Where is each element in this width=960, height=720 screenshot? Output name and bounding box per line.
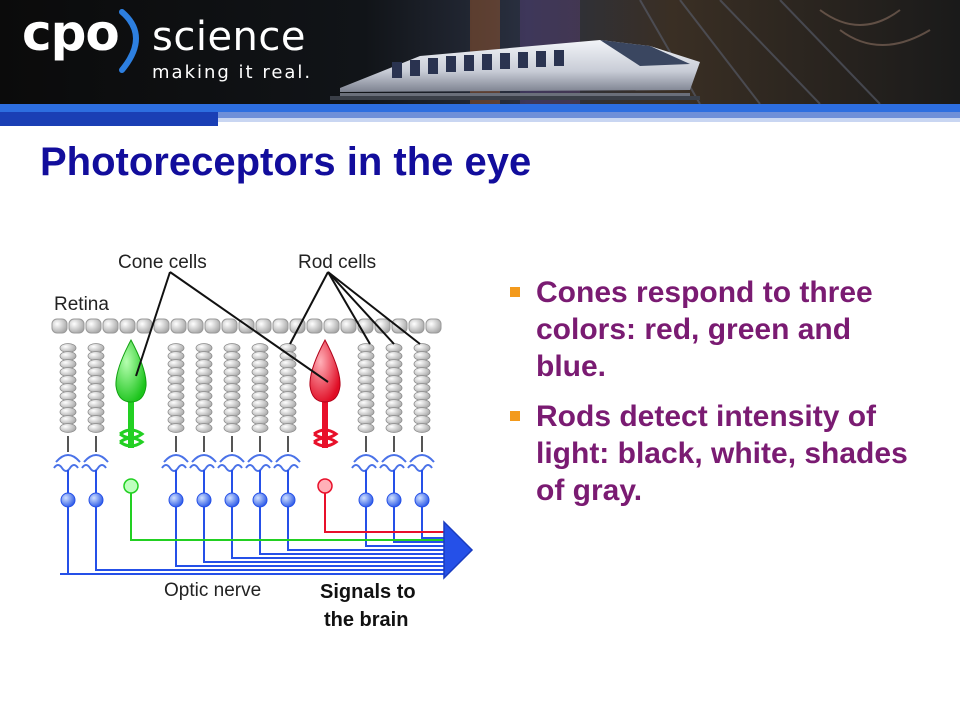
- bullet-item-cones: Cones respond to three colors: red, gree…: [508, 274, 928, 385]
- header-stripe: [0, 104, 960, 112]
- rod-cell: [189, 343, 217, 508]
- retina-layer: [51, 318, 442, 334]
- rod-cell: [273, 343, 301, 508]
- header-stripe-light: [218, 112, 960, 118]
- bullet-text-rods: Rods detect intensity of light: black, w…: [536, 400, 908, 507]
- logo-cpo: cpo: [22, 4, 120, 62]
- logo-tagline: making it real.: [152, 62, 313, 83]
- signal-arrow-head: [443, 520, 474, 580]
- logo-science: science: [152, 14, 307, 60]
- logo-swoosh: [119, 9, 139, 73]
- rod-cell: [407, 343, 435, 508]
- rod-cell: [245, 343, 273, 508]
- label-optic-nerve: Optic nerve: [164, 580, 261, 601]
- label-signals-line1: Signals to: [320, 581, 416, 603]
- label-cone-cells: Cone cells: [118, 252, 207, 273]
- slide-title: Photoreceptors in the eye: [40, 140, 532, 184]
- label-signals-line2: the brain: [324, 609, 408, 631]
- green-cone-cell: [115, 338, 147, 494]
- rod-cell: [53, 343, 81, 508]
- photoreceptor-diagram: Cone cells Rod cells Retina Optic nerve …: [51, 252, 474, 631]
- rod-cell: [161, 343, 189, 508]
- red-cone-cell: [309, 338, 341, 494]
- nerve-fibers: [60, 493, 444, 575]
- label-pointer-lines: [135, 271, 421, 383]
- header-banner: cpo science making it real.: [0, 0, 960, 112]
- rod-cell: [379, 343, 407, 508]
- header-stripe-pale: [218, 118, 960, 122]
- bullet-list: Cones respond to three colors: red, gree…: [508, 274, 928, 522]
- square-bullet-icon: [510, 287, 520, 297]
- bullet-text-cones: Cones respond to three colors: red, gree…: [536, 276, 873, 383]
- maglev-train-image: [0, 0, 960, 104]
- rod-cell: [81, 343, 109, 508]
- header-stripe-accent: [0, 112, 218, 126]
- label-rod-cells: Rod cells: [298, 252, 376, 273]
- rod-cells-group: [53, 343, 435, 508]
- bullet-item-rods: Rods detect intensity of light: black, w…: [508, 398, 928, 509]
- rod-cell: [351, 343, 379, 508]
- label-retina: Retina: [54, 294, 109, 315]
- rod-cell: [217, 343, 245, 508]
- square-bullet-icon: [510, 411, 520, 421]
